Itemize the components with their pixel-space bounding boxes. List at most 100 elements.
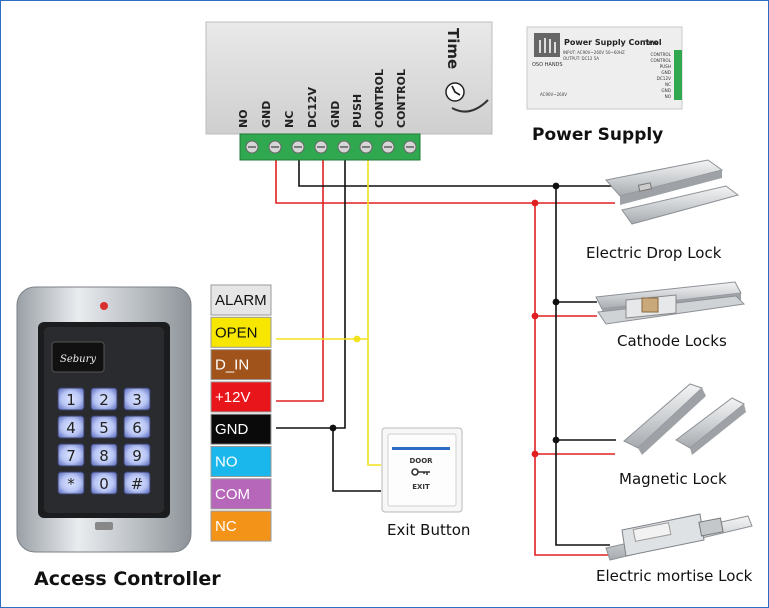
- keypad-key-label: 2: [99, 391, 109, 409]
- power-supply-unit: Time NO GND NC DC12V GND PUSH CONTROL CONTROL: [205, 21, 493, 161]
- photo-brand: Time: [642, 40, 658, 47]
- keypad-key-label: 0: [99, 475, 109, 493]
- photo-terminal-label: NC: [665, 82, 671, 87]
- black-wire-exit: [332, 428, 381, 492]
- controller-brand: Sebury: [60, 354, 96, 365]
- exit-button-caption: Exit Button: [387, 521, 471, 539]
- wire-label-text: GND: [215, 421, 249, 438]
- photo-label: Power Supply Control: [564, 38, 662, 47]
- keypad-key: [123, 443, 151, 467]
- wire-label-text: NC: [215, 518, 237, 535]
- wire-label-alarm: [210, 284, 272, 316]
- keypad-key-label: #: [131, 475, 144, 493]
- keypad-key-label: 5: [99, 419, 109, 437]
- psu-brand: Time: [444, 28, 462, 69]
- keypad-key: [57, 471, 85, 495]
- keypad-key-label: 7: [66, 447, 76, 465]
- photo-ac-label: AC90V~260V: [540, 92, 567, 97]
- junction-dot: [531, 450, 539, 458]
- yellow-wire-push: [367, 158, 381, 466]
- keypad-key-label: 4: [66, 419, 76, 437]
- keypad-key-label: 1: [66, 391, 76, 409]
- keypad-key: [90, 387, 118, 411]
- wire-label-text: ALARM: [215, 292, 267, 309]
- photo-maker: OSO HANDS: [532, 62, 563, 68]
- photo-output: OUTPUT: DC12 5A: [563, 56, 599, 61]
- wire-label-text: +12V: [215, 389, 250, 406]
- keypad-key: [123, 387, 151, 411]
- cathode-lock-caption: Cathode Locks: [617, 332, 727, 350]
- psu-terminal-labels: NO GND NC DC12V GND PUSH CONTROL CONTROL: [237, 69, 408, 128]
- photo-input: INPUT: AC90V~260V 50~60HZ: [563, 50, 625, 55]
- wire-label-12v: [210, 381, 272, 413]
- keypad-key-label: *: [67, 475, 75, 493]
- wires: [275, 158, 616, 556]
- exit-line2: EXIT: [412, 483, 430, 491]
- wire-label-no: [210, 446, 272, 477]
- photo-terminal-label: GND: [661, 88, 671, 93]
- wire-label-open: [210, 316, 272, 348]
- wire-label-nc: [210, 510, 272, 542]
- keypad-key-label: 9: [132, 447, 142, 465]
- psu-terminal-label: CONTROL: [395, 69, 408, 128]
- junction-dot: [531, 312, 539, 320]
- red-wire-dc12v: [276, 158, 324, 402]
- led-indicator-icon: [100, 302, 108, 310]
- psu-terminal-label: GND: [260, 101, 273, 128]
- psu-terminal-label: CONTROL: [373, 69, 386, 128]
- swoosh-icon: [451, 99, 489, 113]
- access-controller-caption: Access Controller: [34, 568, 221, 590]
- psu-terminal-label: NO: [237, 109, 250, 128]
- hand-logo-icon: [534, 33, 560, 57]
- psu-terminal-label: PUSH: [351, 94, 364, 128]
- wire-label-din: [210, 349, 272, 381]
- keypad-key-label: 3: [132, 391, 142, 409]
- wire-label-column: ALARM OPEN D_IN +12V GND NO COM NC: [210, 284, 272, 542]
- power-supply-caption: Power Supply: [532, 125, 664, 145]
- junction-dot: [531, 199, 539, 207]
- keypad-key: [123, 471, 151, 495]
- junction-dot: [552, 298, 560, 306]
- controller-screw: [95, 522, 113, 530]
- junction-dot: [552, 436, 560, 444]
- photo-terminal-label: NO: [665, 94, 672, 99]
- keypad-key: [57, 387, 85, 411]
- wire-label-com: [210, 478, 272, 510]
- exit-button-device: DOOR EXIT: [381, 427, 463, 513]
- keypad-key: [57, 443, 85, 467]
- black-wire-gnd: [276, 158, 346, 429]
- keypad-key: [90, 471, 118, 495]
- junction-dot: [329, 424, 337, 432]
- clock-logo-icon: [445, 82, 465, 102]
- keypad-key: [57, 415, 85, 439]
- keypad-key: [123, 415, 151, 439]
- keypad-key-label: 8: [99, 447, 109, 465]
- junction-dot: [353, 335, 361, 343]
- magnetic-lock-caption: Magnetic Lock: [619, 470, 727, 488]
- wire-label-text: NO: [215, 454, 238, 471]
- wire-label-text: OPEN: [215, 324, 258, 341]
- wire-label-text: COM: [215, 486, 250, 503]
- key-icon: [411, 468, 430, 476]
- psu-terminal-label: NC: [283, 111, 296, 128]
- terminal-screws: [245, 140, 417, 154]
- mortise-lock-image: [605, 513, 753, 561]
- drop-lock-caption: Electric Drop Lock: [586, 244, 722, 262]
- psu-terminal-label: GND: [329, 101, 342, 128]
- exit-line1: DOOR: [409, 457, 433, 465]
- cathode-lock-image: [595, 281, 746, 325]
- electric-drop-lock-image: [605, 159, 740, 225]
- photo-terminal-label: PUSH: [660, 64, 671, 69]
- photo-terminal-label: CONTROL: [651, 58, 672, 63]
- mortise-lock-caption: Electric mortise Lock: [596, 567, 753, 585]
- keypad-key: [90, 443, 118, 467]
- psu-terminal-label: DC12V: [306, 86, 319, 128]
- photo-terminal-label: GND: [661, 70, 671, 75]
- photo-terminal-label: DC12V: [657, 76, 671, 81]
- wire-label-text: D_IN: [215, 357, 249, 374]
- power-supply-photo: Power Supply Control Time OSO HANDS INPU…: [526, 26, 683, 110]
